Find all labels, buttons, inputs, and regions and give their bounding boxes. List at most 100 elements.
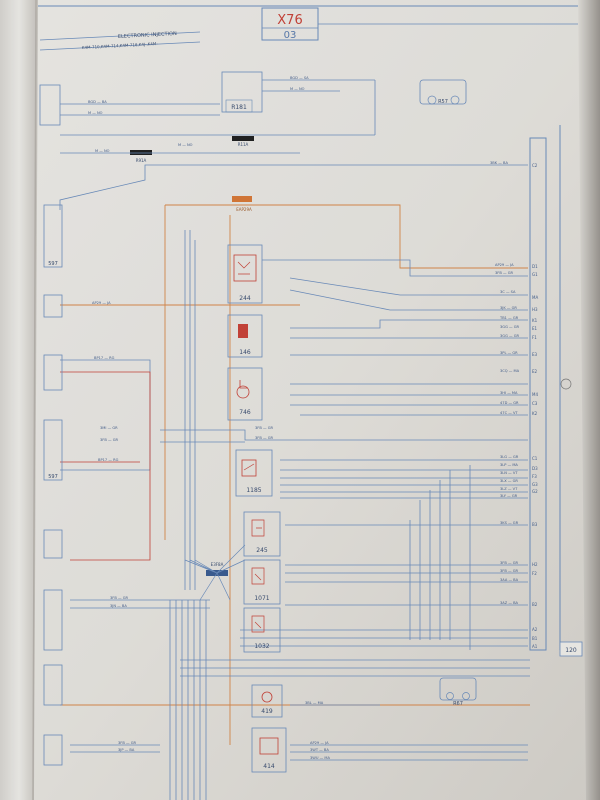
svg-text:G3: G3 — [532, 482, 538, 487]
svg-text:F2: F2 — [532, 571, 537, 576]
component-414: 414 — [251, 727, 287, 773]
label-597a: 597 — [48, 261, 58, 267]
svg-text:R181: R181 — [231, 104, 247, 111]
page-fold — [0, 0, 38, 800]
svg-text:3JP — BA: 3JP — BA — [118, 748, 135, 752]
svg-text:AP29 — JA: AP29 — JA — [495, 263, 514, 267]
splice-R11A: R11A — [232, 136, 254, 147]
svg-text:3JK — GR: 3JK — GR — [500, 306, 517, 310]
svg-text:3JN — BA: 3JN — BA — [110, 604, 127, 608]
svg-text:C1: C1 — [532, 456, 538, 461]
svg-text:3LN — VT: 3LN — VT — [500, 471, 518, 475]
svg-text:R11A: R11A — [238, 142, 249, 147]
svg-text:K2: K2 — [532, 411, 538, 416]
svg-text:3WU — MA: 3WU — MA — [310, 756, 330, 760]
label-597b: 597 — [48, 474, 58, 480]
svg-text:R91A: R91A — [136, 158, 147, 163]
svg-text:BGD — SA: BGD — SA — [290, 76, 309, 80]
svg-text:BP17 — RG: BP17 — RG — [94, 356, 115, 360]
svg-text:R67: R67 — [453, 701, 463, 707]
svg-text:1071: 1071 — [254, 595, 269, 602]
svg-text:AP29 — JA: AP29 — JA — [310, 741, 329, 745]
wire-labels: BGD — BA M — NO BGD — SA M — NO M — NO M… — [88, 76, 520, 760]
svg-text:414: 414 — [263, 763, 275, 770]
svg-text:M — NO: M — NO — [95, 149, 110, 153]
svg-text:E2: E2 — [532, 369, 538, 374]
splice-E3F8A: E3F8A — [184, 544, 246, 601]
svg-text:M — NO: M — NO — [290, 87, 305, 91]
component-244: 244 — [227, 244, 290, 304]
svg-text:3FB — GR: 3FB — GR — [255, 426, 273, 430]
component-746: 746 — [227, 367, 263, 421]
svg-text:D3: D3 — [532, 466, 538, 471]
svg-text:G2: G2 — [532, 489, 538, 494]
svg-text:E3F8A: E3F8A — [211, 562, 224, 567]
svg-text:3FB — GR: 3FB — GR — [495, 271, 513, 275]
svg-text:419: 419 — [261, 708, 273, 715]
svg-text:3LY — GR: 3LY — GR — [500, 494, 518, 498]
splice-EAP29A: EAP29A — [232, 196, 252, 212]
svg-text:D1: D1 — [532, 264, 538, 269]
svg-text:3FB — GR: 3FB — GR — [118, 741, 136, 745]
component-R67: R67 — [439, 677, 477, 707]
svg-text:3FB — GR: 3FB — GR — [255, 436, 273, 440]
svg-text:3CQ — MA: 3CQ — MA — [500, 369, 520, 373]
component-146: 146 — [227, 314, 263, 358]
svg-text:47D — GR: 47D — GR — [500, 401, 519, 405]
svg-text:1032: 1032 — [254, 643, 269, 650]
component-R181: R181 — [60, 71, 376, 136]
svg-text:K1: K1 — [532, 318, 538, 323]
svg-text:E3: E3 — [532, 352, 538, 357]
svg-text:F1: F1 — [532, 335, 537, 340]
svg-text:EAP29A: EAP29A — [236, 207, 252, 212]
component-419: 419 — [251, 684, 283, 718]
sheet-number: 03 — [284, 30, 297, 41]
title-block: X76 03 ELECTRONIC INJECTION K4M-710,K4M-… — [38, 5, 578, 51]
red-wiring — [60, 371, 151, 561]
left-connectors — [39, 84, 63, 766]
svg-text:1185: 1185 — [246, 487, 261, 494]
svg-text:MA: MA — [532, 295, 538, 300]
svg-text:3LZ — VT: 3LZ — VT — [500, 487, 518, 491]
model-code: X76 — [277, 13, 302, 28]
svg-text:3PL — GR: 3PL — GR — [500, 351, 518, 355]
svg-text:BGD — BA: BGD — BA — [88, 100, 107, 104]
svg-text:H3: H3 — [532, 307, 538, 312]
engine-variants: K4M-710,K4M-714,K4M-718,K4J-,K4M- — [82, 41, 159, 50]
svg-text:3GG — GR: 3GG — GR — [500, 325, 520, 329]
svg-text:G1: G1 — [532, 272, 538, 277]
svg-text:3GG — GR: 3GG — GR — [500, 334, 520, 338]
svg-text:H2: H2 — [532, 562, 538, 567]
system-title: ELECTRONIC INJECTION — [118, 31, 177, 40]
blue-wiring — [59, 164, 530, 800]
svg-text:3FB — GR: 3FB — GR — [110, 596, 128, 600]
svg-text:3FB — GR: 3FB — GR — [500, 569, 518, 573]
svg-text:R57: R57 — [438, 99, 448, 105]
svg-text:A2: A2 — [532, 627, 538, 632]
svg-text:3C — SA: 3C — SA — [500, 290, 516, 294]
component-120: 120 — [529, 125, 583, 657]
svg-text:M — NO: M — NO — [88, 111, 103, 115]
component-245: 245 — [243, 511, 281, 557]
label-120: 120 — [565, 647, 577, 654]
svg-text:B3: B3 — [532, 522, 538, 527]
svg-text:3BL — MA: 3BL — MA — [305, 701, 324, 705]
svg-text:M — NO: M — NO — [178, 143, 193, 147]
svg-text:3KS — GR: 3KS — GR — [500, 521, 519, 525]
svg-text:3AZ — BA: 3AZ — BA — [500, 601, 519, 605]
svg-text:B1: B1 — [532, 636, 538, 641]
svg-text:746: 746 — [239, 409, 251, 416]
svg-text:3LG — GR: 3LG — GR — [500, 455, 519, 459]
svg-text:TB1 — GR: TB1 — GR — [499, 316, 519, 320]
svg-text:AP29 — JA: AP29 — JA — [92, 301, 111, 305]
component-1032: 1032 — [243, 607, 281, 653]
svg-text:3FB — GR: 3FB — GR — [100, 438, 118, 442]
svg-text:C3: C3 — [532, 401, 538, 406]
svg-text:3LP — MA: 3LP — MA — [500, 463, 518, 467]
svg-text:47C — VT: 47C — VT — [500, 411, 518, 415]
svg-text:C2: C2 — [532, 163, 538, 168]
svg-text:E1: E1 — [532, 326, 538, 331]
